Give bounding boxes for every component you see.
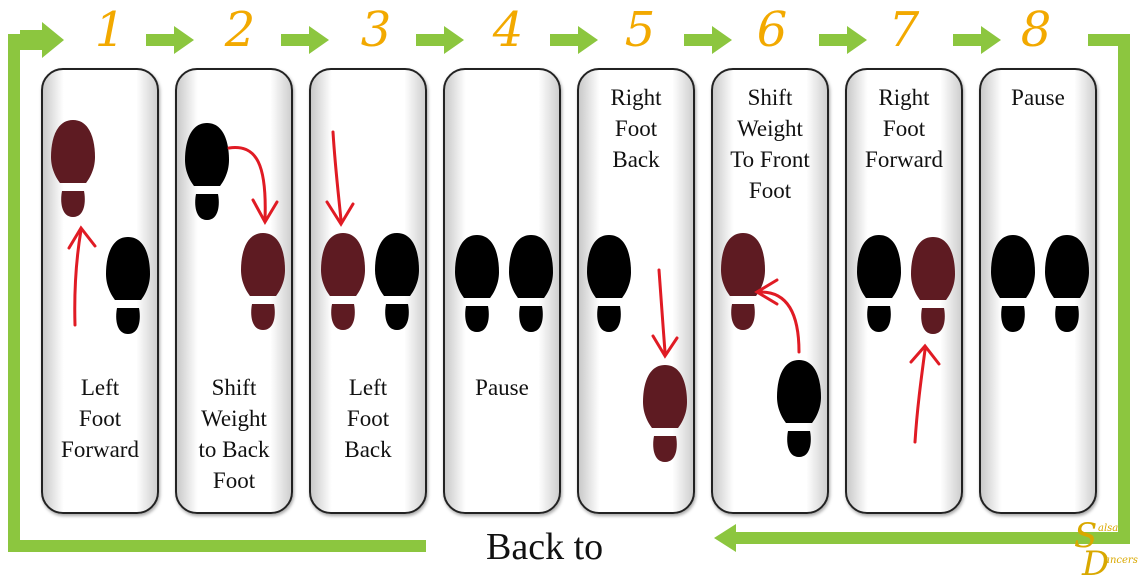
step-3-feet	[321, 130, 419, 330]
step-card-7: Right Foot Forward	[845, 68, 963, 514]
step-number-5: 5	[624, 2, 656, 58]
step-label-2: Shift Weight to Back Foot	[198, 375, 270, 493]
step-label-8: Pause	[1011, 85, 1065, 110]
step-label-7: Right Foot Forward	[865, 85, 943, 172]
shoe-sole-icon	[777, 360, 821, 457]
step-8-feet	[991, 235, 1089, 332]
step-card-5: Right Foot Back	[577, 68, 695, 514]
shoe-sole-icon	[321, 233, 365, 330]
step-5-feet	[587, 235, 687, 462]
shoe-sole-icon	[721, 233, 765, 330]
step-label-1: Left Foot Forward	[61, 375, 139, 462]
red-arrow-icon	[651, 268, 679, 359]
step-number-3: 3	[360, 2, 392, 58]
logo-letter-d: D	[1081, 544, 1109, 581]
shoe-sole-icon	[911, 237, 955, 334]
shoe-sole-icon	[455, 235, 499, 332]
shoe-sole-icon	[509, 235, 553, 332]
step-label-6: Shift Weight To Front Foot	[730, 85, 810, 203]
step-card-8: Pause	[979, 68, 1097, 514]
shoe-sole-icon	[991, 235, 1035, 332]
step-number-7: 7	[888, 2, 920, 58]
step-6-feet	[721, 233, 821, 457]
step-card-4: Pause	[443, 68, 561, 514]
step-card-3: Left Foot Back	[309, 68, 427, 514]
step-label-5: Right Foot Back	[610, 85, 662, 172]
shoe-sole-icon	[587, 235, 631, 332]
step-label-3: Left Foot Back	[344, 375, 392, 462]
step-number-4: 4	[492, 2, 524, 58]
step-number-8: 8	[1020, 2, 1052, 58]
shoe-sole-icon	[51, 120, 95, 217]
step-card-2: Shift Weight to Back Foot	[175, 68, 293, 514]
shoe-sole-icon	[106, 237, 150, 334]
logo-letter-s: S	[1074, 516, 1097, 556]
red-arrow-icon	[325, 130, 355, 227]
back-to-label: Back to	[486, 526, 604, 568]
step-number-1: 1	[94, 2, 126, 58]
step-card-1: Left Foot Forward	[41, 68, 159, 514]
shoe-sole-icon	[1045, 235, 1089, 332]
red-arrow-icon	[227, 146, 279, 226]
step-label-4: Pause	[475, 375, 529, 400]
logo-text-bottom: ancers	[1104, 555, 1138, 566]
shoe-sole-icon	[643, 365, 687, 462]
shoe-sole-icon	[241, 233, 285, 330]
step-2-feet	[185, 123, 285, 330]
shoe-sole-icon	[375, 233, 419, 330]
red-arrow-icon	[67, 225, 97, 327]
shoe-sole-icon	[185, 123, 229, 220]
red-arrow-icon	[754, 278, 801, 354]
step-number-6: 6	[756, 2, 788, 58]
red-arrow-icon	[909, 343, 941, 444]
logo-text-top: alsa	[1098, 523, 1118, 534]
step-7-feet	[857, 235, 955, 444]
step-1-feet	[51, 120, 150, 334]
salsa-dancers-logo: S D alsa ancers	[1074, 516, 1138, 581]
step-4-feet	[455, 235, 553, 332]
shoe-sole-icon	[857, 235, 901, 332]
step-number-2: 2	[224, 2, 256, 58]
step-card-6: Shift Weight To Front Foot	[711, 68, 829, 514]
